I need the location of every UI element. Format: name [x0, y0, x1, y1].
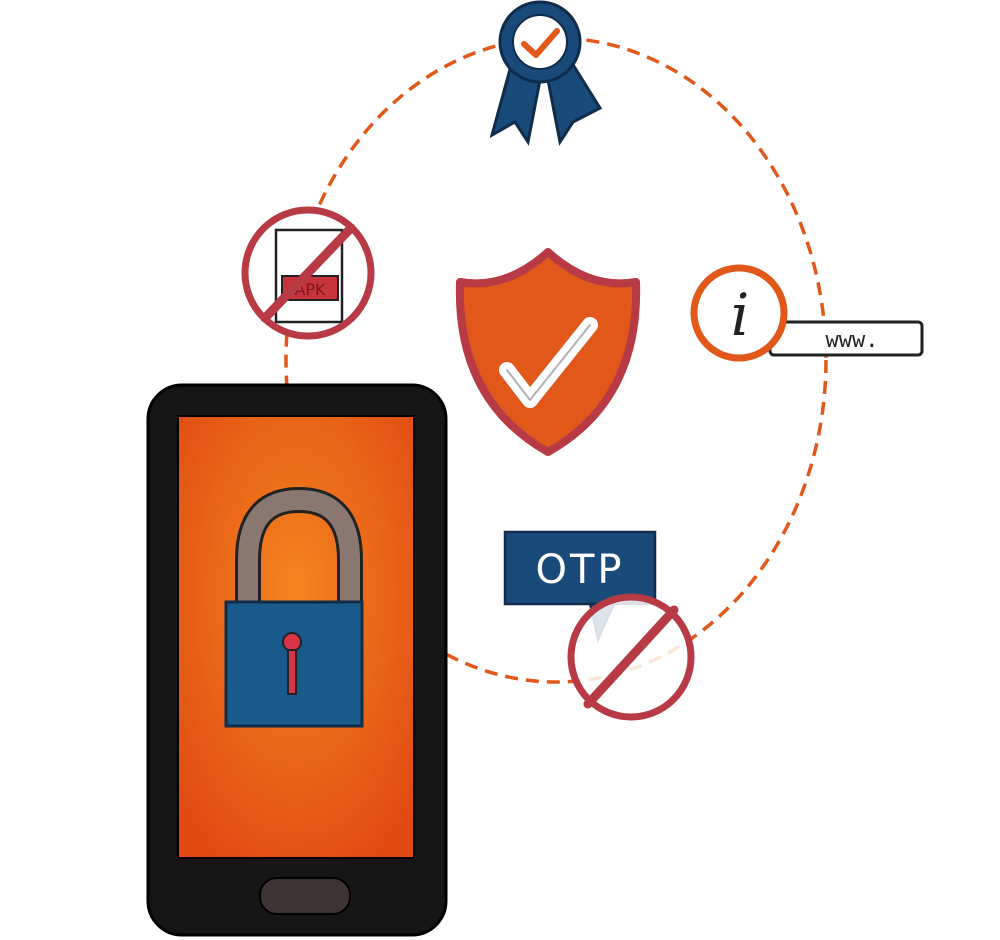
ribbon-award-icon: [489, 0, 603, 146]
shield-check-icon: [455, 248, 641, 456]
no-otp-icon: [567, 593, 695, 721]
url-label: www.: [826, 328, 879, 353]
padlock-icon: [224, 486, 364, 728]
info-label: i: [731, 281, 750, 349]
info-url-icon: www. i: [690, 264, 924, 362]
otp-label: OTP: [535, 547, 624, 593]
no-apk-file-icon: APK: [241, 206, 375, 340]
home-button: [259, 877, 351, 915]
